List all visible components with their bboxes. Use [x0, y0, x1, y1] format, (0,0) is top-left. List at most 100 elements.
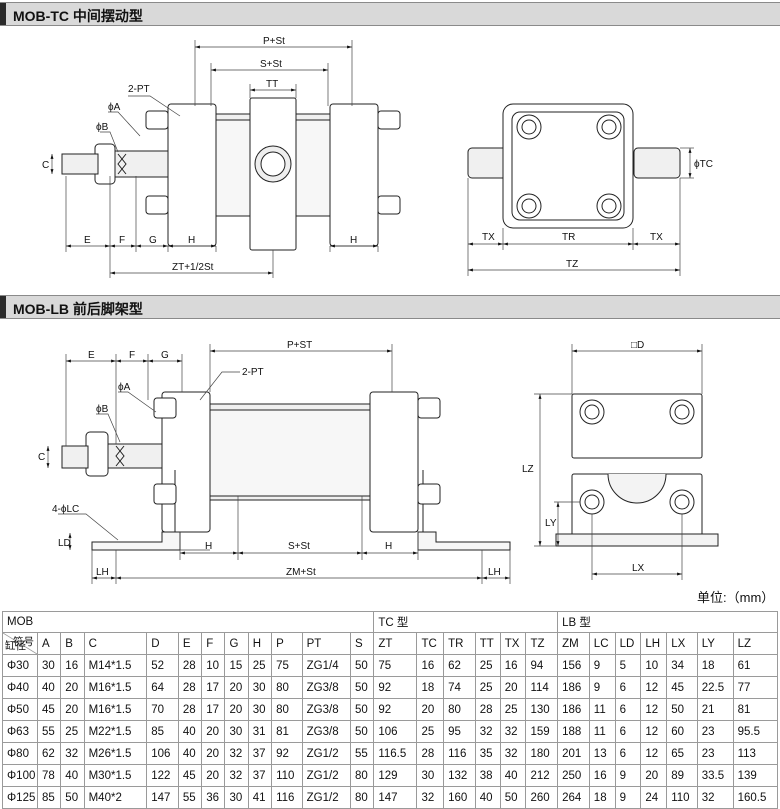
lb-label-d: □D — [631, 340, 644, 351]
table-cell: 62 — [36, 742, 62, 765]
bore-cell: Φ100 — [2, 764, 38, 787]
table-cell: 32 — [696, 786, 734, 809]
table-cell: 85 — [146, 720, 179, 743]
table-cell: 9 — [614, 764, 642, 787]
table-cell: 17 — [201, 698, 226, 721]
column-header-pt: PT — [301, 632, 352, 655]
table-cell: 28 — [177, 698, 203, 721]
tc-label-h1: H — [188, 235, 195, 246]
table-cell: 160 — [443, 786, 476, 809]
table-cell: 75 — [271, 654, 303, 677]
tc-label-e: E — [84, 235, 91, 246]
table-cell: 20 — [201, 742, 226, 765]
lb-label-h2: H — [385, 541, 392, 552]
table-cell: 6 — [614, 676, 642, 699]
tc-nuts — [145, 110, 401, 215]
bore-cell: Φ63 — [2, 720, 38, 743]
tc-label-h2: H — [350, 235, 357, 246]
table-cell: 188 — [557, 720, 590, 743]
table-cell: 50 — [350, 720, 375, 743]
table-cell: 16 — [499, 654, 527, 677]
table-cell: 28 — [474, 698, 501, 721]
diag-label-bore: 缸径 — [5, 640, 26, 652]
table-cell: 132 — [443, 764, 476, 787]
table-cell: 212 — [525, 764, 559, 787]
table-cell: 139 — [732, 764, 779, 787]
table-cell: 37 — [247, 764, 273, 787]
table-cell: 95.5 — [732, 720, 779, 743]
table-cell: 20 — [416, 698, 445, 721]
table-cell: M26*1.5 — [83, 742, 148, 765]
table-cell: ZG1/2 — [301, 764, 352, 787]
table-cell: 32 — [499, 742, 527, 765]
table-cell: 12 — [640, 720, 668, 743]
column-header-h: H — [247, 632, 273, 655]
lb-side-view — [46, 344, 511, 584]
table-cell: 147 — [373, 786, 418, 809]
tc-label-p-st: P+St — [263, 36, 285, 47]
table-cell: 160.5 — [732, 786, 779, 809]
table-cell: 20 — [224, 698, 249, 721]
lb-label-p-st: P+ST — [287, 340, 312, 351]
column-header-tz: TZ — [525, 632, 559, 655]
table-cell: 264 — [557, 786, 590, 809]
table-cell: 32 — [60, 742, 85, 765]
bore-cell: Φ30 — [2, 654, 38, 677]
table-cell: 64 — [146, 676, 179, 699]
table-cell: 33.5 — [696, 764, 734, 787]
section-header-lb: MOB-LB 前后脚架型 — [0, 295, 780, 319]
table-cell: M16*1.5 — [83, 698, 148, 721]
table-cell: 17 — [201, 676, 226, 699]
table-cell: 40 — [499, 764, 527, 787]
bore-cell: Φ40 — [2, 676, 38, 699]
column-header-lc: LC — [588, 632, 616, 655]
table-cell: 114 — [525, 676, 559, 699]
lb-label-g: G — [161, 350, 169, 361]
table-cell: 6 — [614, 742, 642, 765]
table-cell: 20 — [640, 764, 668, 787]
table-cell: 40 — [177, 742, 203, 765]
lb-label-2pt: 2-PT — [242, 367, 264, 378]
lb-end-view — [534, 344, 719, 580]
table-cell: 94 — [525, 654, 559, 677]
table-cell: M16*1.5 — [83, 676, 148, 699]
table-cell: 75 — [373, 654, 418, 677]
table-cell: 95 — [443, 720, 476, 743]
table-cell: 34 — [666, 654, 698, 677]
table-cell: 20 — [60, 698, 85, 721]
table-cell: 80 — [271, 676, 303, 699]
lb-drawing: E F G P+ST 2-PT ϕA ϕB C 4-ϕLC LD H S+St … — [38, 340, 719, 584]
unit-note: 单位:（mm） — [697, 590, 775, 605]
table-cell: 11 — [588, 698, 616, 721]
table-cell: 80 — [350, 786, 375, 809]
table-cell: 31 — [247, 720, 273, 743]
table-cell: 70 — [146, 698, 179, 721]
table-cell: 81 — [732, 698, 779, 721]
table-cell: 22.5 — [696, 676, 734, 699]
bore-cell: Φ80 — [2, 742, 38, 765]
table-cell: 45 — [177, 764, 203, 787]
table-cell: 16 — [588, 764, 616, 787]
column-header-lx: LX — [666, 632, 698, 655]
table-cell: 9 — [614, 786, 642, 809]
table-cell: 12 — [640, 676, 668, 699]
table-cell: 81 — [271, 720, 303, 743]
table-cell: 13 — [588, 742, 616, 765]
table-cell: ZG1/2 — [301, 742, 352, 765]
table-cell: 45 — [36, 698, 62, 721]
table-cell: 32 — [416, 786, 445, 809]
table-cell: 25 — [474, 676, 501, 699]
table-cell: 10 — [201, 654, 226, 677]
table-cell: 186 — [557, 676, 590, 699]
table-cell: 40 — [36, 676, 62, 699]
table-cell: 41 — [247, 786, 273, 809]
table-cell: 9 — [588, 654, 616, 677]
table-cell: 122 — [146, 764, 179, 787]
lb-label-lh1: LH — [96, 567, 109, 578]
section-header-mark — [0, 3, 6, 25]
